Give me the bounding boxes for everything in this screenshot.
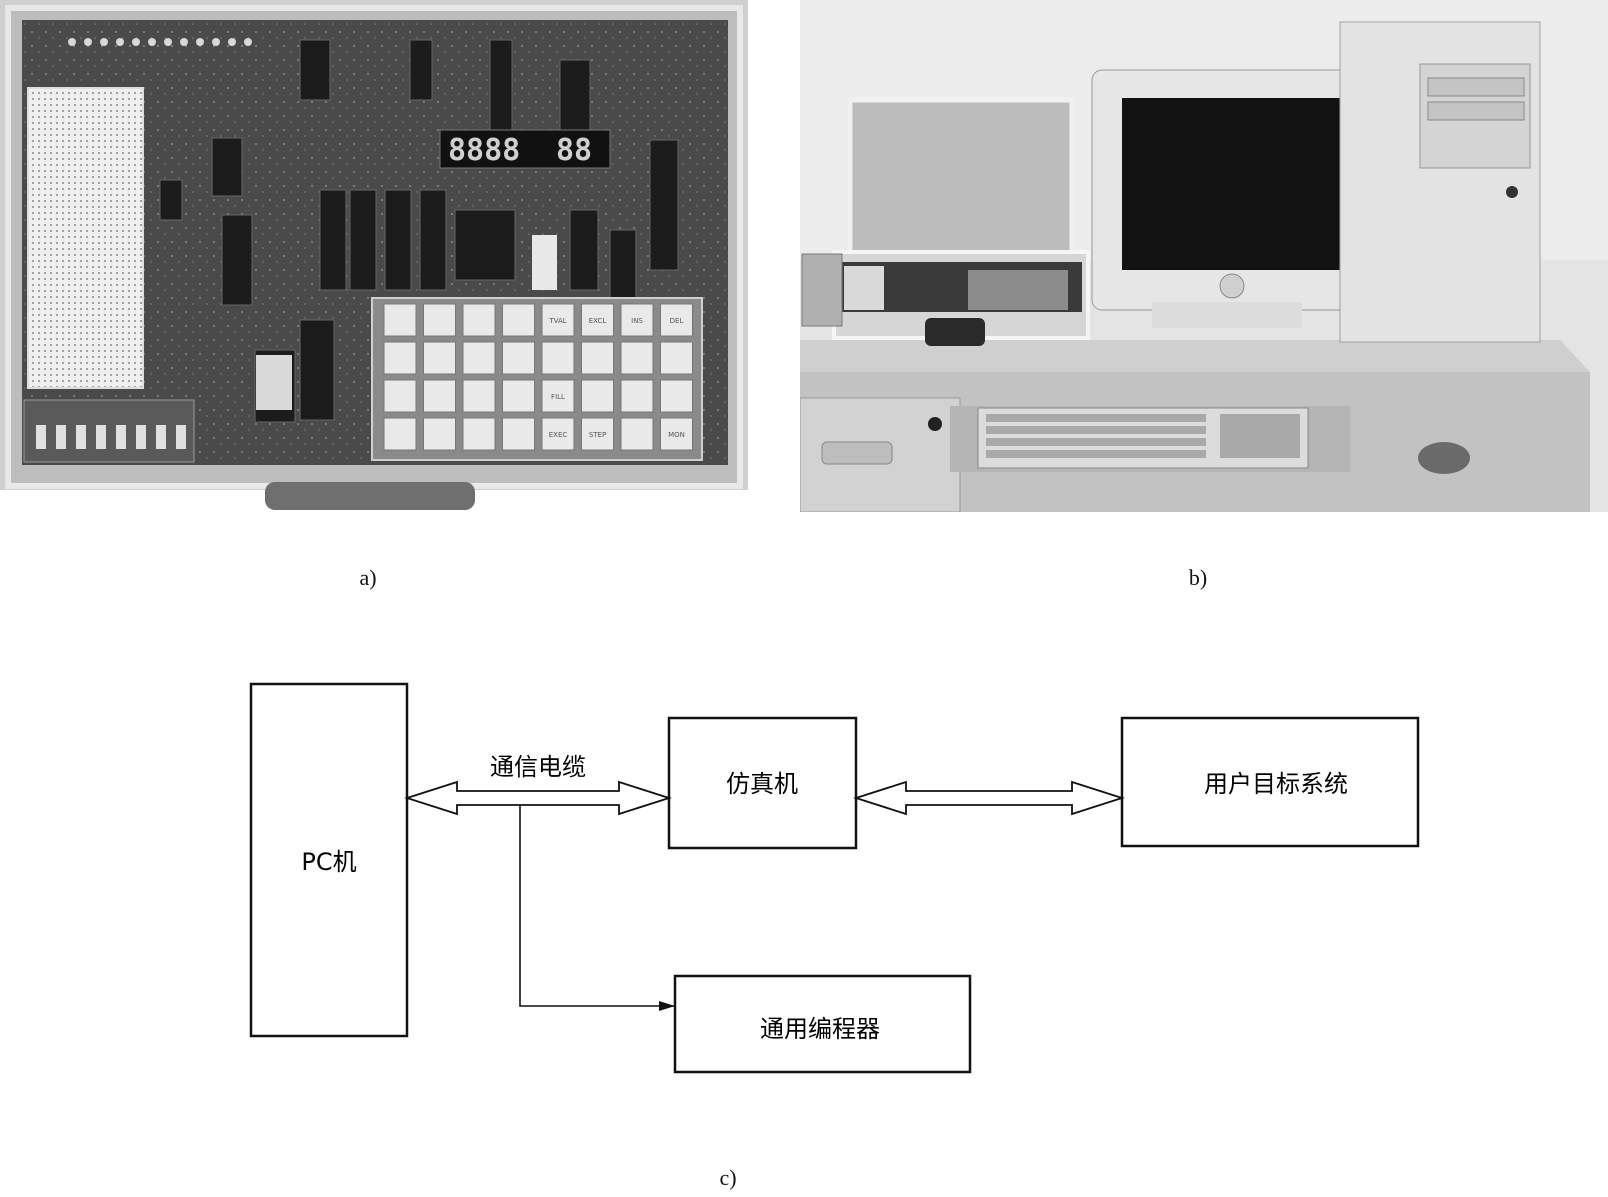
keypad-key bbox=[462, 303, 496, 337]
keypad-key bbox=[581, 303, 614, 337]
keypad-key bbox=[581, 341, 614, 375]
keypad-key bbox=[620, 303, 654, 337]
cable-label: 通信电缆 bbox=[490, 753, 586, 781]
caption-c: c) bbox=[719, 1165, 737, 1190]
keypad-key bbox=[383, 303, 417, 337]
keypad-key bbox=[423, 341, 456, 375]
keypad-key bbox=[383, 341, 417, 375]
keypad-key bbox=[660, 379, 693, 413]
keypad-key bbox=[502, 417, 535, 451]
keypad-key bbox=[660, 417, 693, 451]
keypad-key-label: INS bbox=[631, 317, 643, 325]
keypad-key bbox=[502, 379, 535, 413]
keypad-key bbox=[423, 417, 456, 451]
target-system-box bbox=[1120, 716, 1420, 848]
cable-to-programmer-arrow bbox=[519, 805, 675, 1011]
photo-workstation bbox=[800, 0, 1608, 512]
keypad-key bbox=[620, 417, 654, 451]
keypad-key bbox=[423, 303, 456, 337]
keypad-key bbox=[462, 379, 496, 413]
pc-box bbox=[249, 682, 409, 1038]
svg-text:8888: 8888 bbox=[448, 133, 520, 168]
keypad-key bbox=[660, 341, 693, 375]
keypad-key-label: EXEC bbox=[549, 431, 568, 439]
keypad-key bbox=[581, 417, 614, 451]
emulator-box bbox=[667, 716, 858, 850]
keypad-key bbox=[502, 303, 535, 337]
emulator-label: 仿真机 bbox=[726, 770, 798, 798]
keypad-key bbox=[541, 417, 575, 451]
keypad-key-label: MON bbox=[668, 431, 685, 439]
keypad-key bbox=[541, 341, 575, 375]
keypad-key bbox=[462, 417, 496, 451]
keypad-key bbox=[383, 417, 417, 451]
keypad-key-label: TVAL bbox=[548, 317, 566, 325]
programmer-label: 通用编程器 bbox=[760, 1015, 880, 1043]
keypad-keys: TVAL EXCL INS DEL FILL EXEC STEP MON bbox=[383, 303, 693, 451]
keypad-key bbox=[620, 341, 654, 375]
programmer-box bbox=[673, 974, 972, 1074]
keypad-key bbox=[541, 379, 575, 413]
caption-b: b) bbox=[1188, 565, 1208, 590]
keypad-key-label: DEL bbox=[670, 317, 684, 325]
keypad-key bbox=[383, 379, 417, 413]
keypad-key-label: EXCL bbox=[589, 317, 607, 325]
caption-a: a) bbox=[359, 565, 377, 590]
keypad-key-label: FILL bbox=[551, 393, 565, 401]
keypad-key bbox=[660, 303, 693, 337]
keypad-key bbox=[620, 379, 654, 413]
keypad-key bbox=[502, 341, 535, 375]
keypad-key bbox=[423, 379, 456, 413]
pc-emulator-double-arrow bbox=[404, 780, 672, 816]
workstation-image bbox=[800, 0, 1608, 512]
keypad-key-label: STEP bbox=[589, 431, 606, 439]
svg-text:88: 88 bbox=[556, 133, 592, 168]
target-system-label: 用户目标系统 bbox=[1204, 770, 1348, 798]
pc-label: PC机 bbox=[301, 848, 356, 876]
emulator-target-double-arrow bbox=[853, 780, 1125, 816]
keypad-key bbox=[541, 303, 575, 337]
system-block-diagram: PC机 仿真机 用户目标系统 通用编程器 通信电缆 bbox=[249, 682, 1420, 1074]
keypad-key bbox=[581, 379, 614, 413]
keypad-key bbox=[462, 341, 496, 375]
breadboard bbox=[27, 87, 144, 389]
